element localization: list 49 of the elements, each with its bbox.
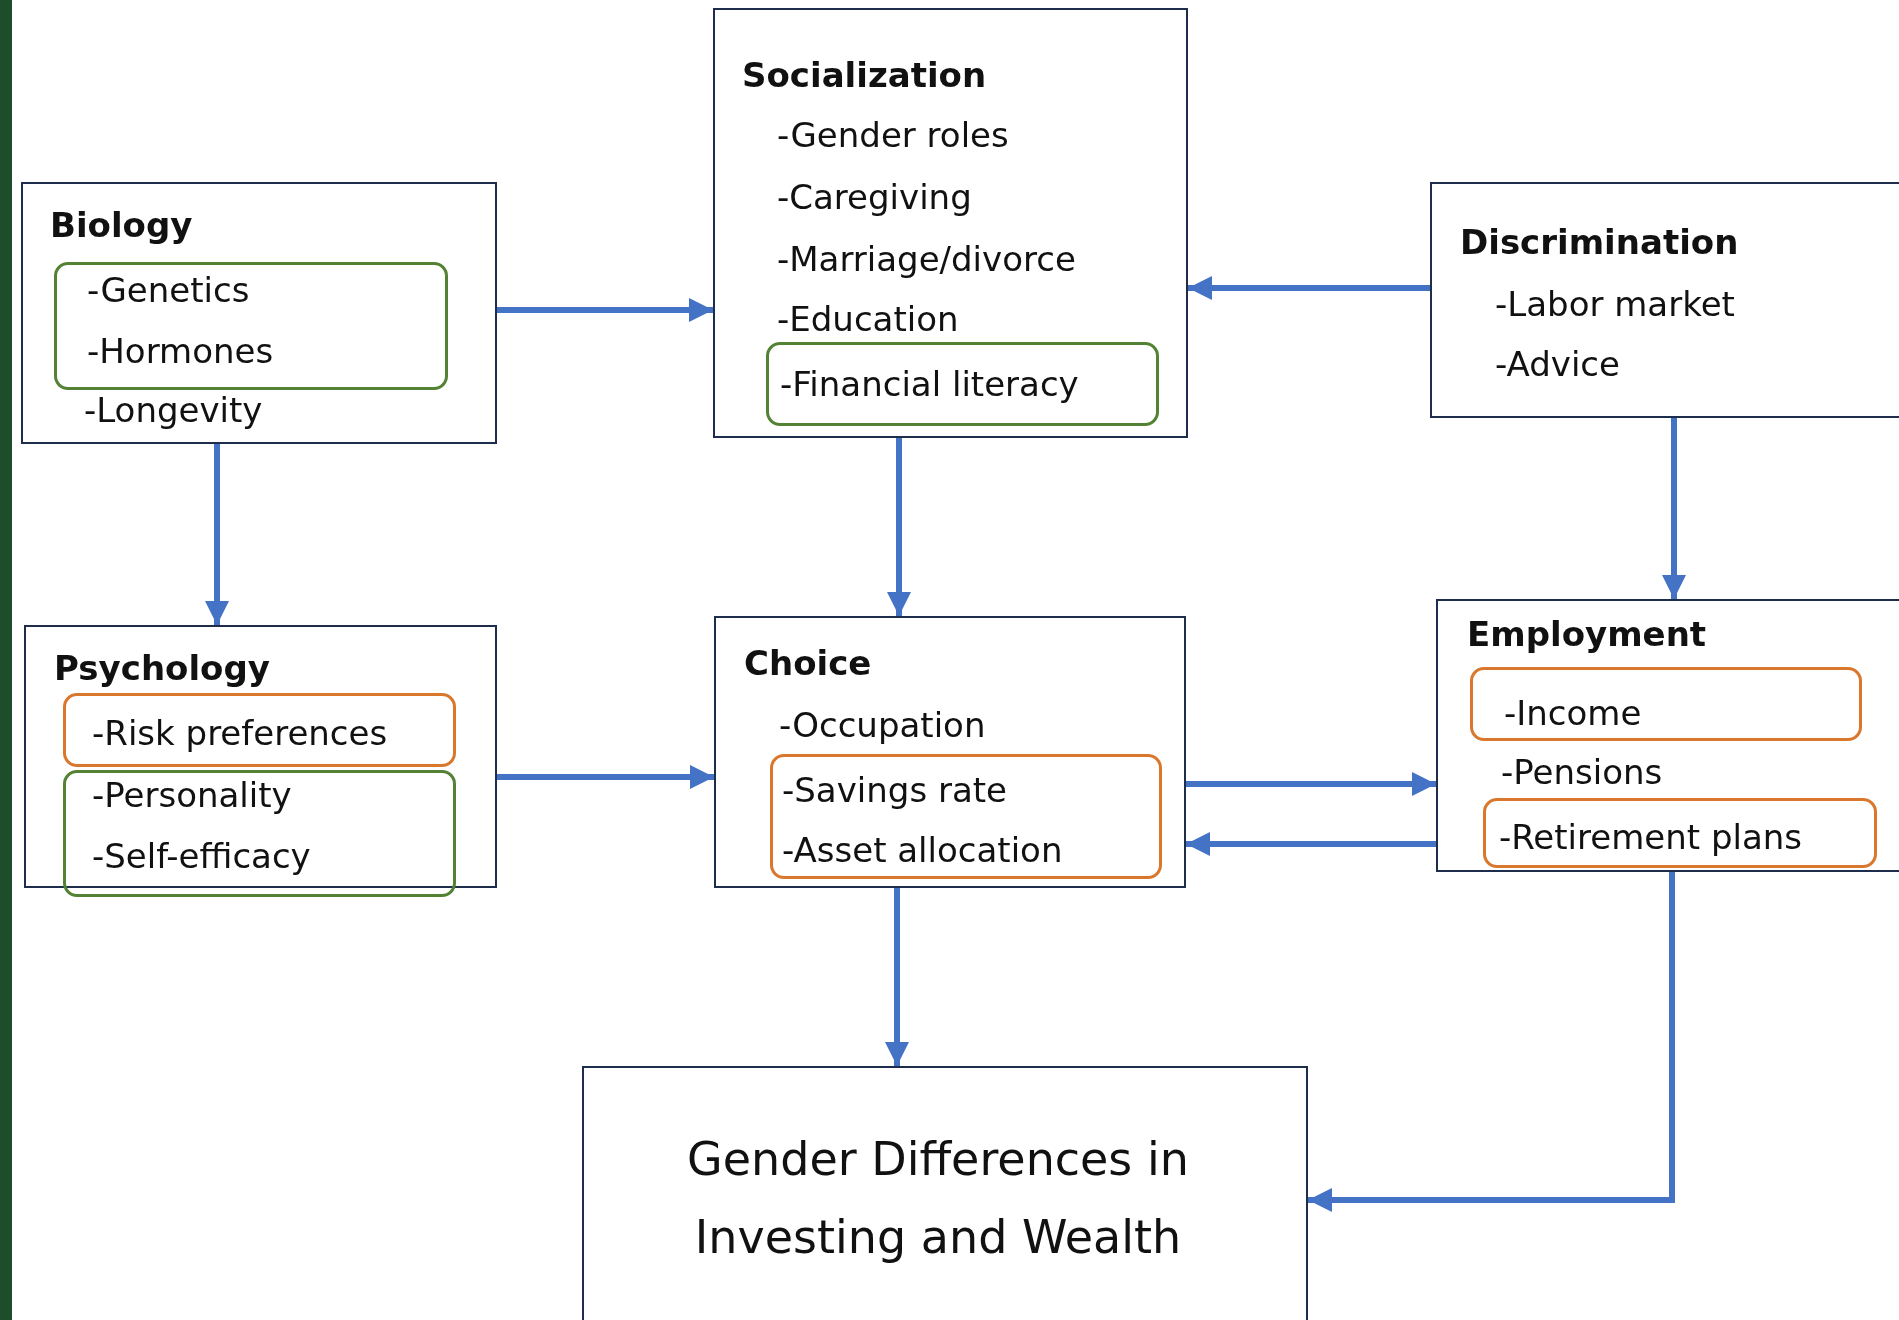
list-item: -Risk preferences	[92, 713, 388, 754]
list-item: -Asset allocation	[782, 830, 1063, 871]
heading: Psychology	[54, 648, 270, 689]
arrow	[1308, 872, 1675, 1212]
arrow	[1662, 418, 1686, 599]
arrow	[205, 444, 229, 625]
heading: Employment	[1467, 614, 1707, 655]
list-item: -Gender roles	[777, 115, 1009, 156]
highlight-box	[766, 342, 1159, 426]
highlight-box	[54, 262, 448, 390]
highlight-box	[1470, 667, 1862, 741]
arrow	[497, 765, 714, 789]
highlight-box	[770, 754, 1162, 879]
list-item: -Labor market	[1495, 284, 1735, 325]
factor-box	[714, 616, 1186, 888]
arrow	[1186, 772, 1436, 796]
arrow	[497, 298, 713, 322]
highlight-box	[63, 693, 456, 767]
factor-box	[1430, 182, 1899, 418]
arrow	[887, 438, 911, 616]
arrow	[1188, 276, 1430, 300]
heading: Biology	[50, 205, 193, 246]
outcome-title: Gender Differences in Investing and Wealth	[686, 1131, 1190, 1266]
list-item: -Self-efficacy	[92, 836, 311, 877]
highlight-box	[63, 770, 456, 897]
list-item: -Income	[1504, 693, 1642, 734]
heading: Choice	[744, 643, 872, 684]
list-item: -Longevity	[84, 390, 263, 431]
factor-box	[713, 8, 1188, 438]
list-item: -Caregiving	[777, 177, 972, 218]
list-item: -Personality	[92, 775, 292, 816]
list-item: -Genetics	[87, 270, 250, 311]
list-item: -Retirement plans	[1499, 817, 1803, 858]
arrow	[1186, 832, 1436, 856]
heading: Discrimination	[1460, 222, 1739, 263]
list-item: -Savings rate	[782, 770, 1007, 811]
highlight-box	[1483, 798, 1877, 868]
list-item: -Education	[777, 299, 959, 340]
list-item: -Marriage/divorce	[777, 239, 1076, 280]
factor-box	[582, 1066, 1308, 1320]
list-item: -Hormones	[87, 331, 274, 372]
list-item: -Pensions	[1501, 752, 1663, 793]
factor-box	[21, 182, 497, 444]
arrow	[885, 888, 909, 1066]
list-item: -Occupation	[779, 705, 986, 746]
factor-box	[1436, 599, 1899, 872]
list-item: -Advice	[1495, 344, 1620, 385]
heading: Socialization	[742, 55, 987, 96]
list-item: -Financial literacy	[780, 364, 1079, 405]
